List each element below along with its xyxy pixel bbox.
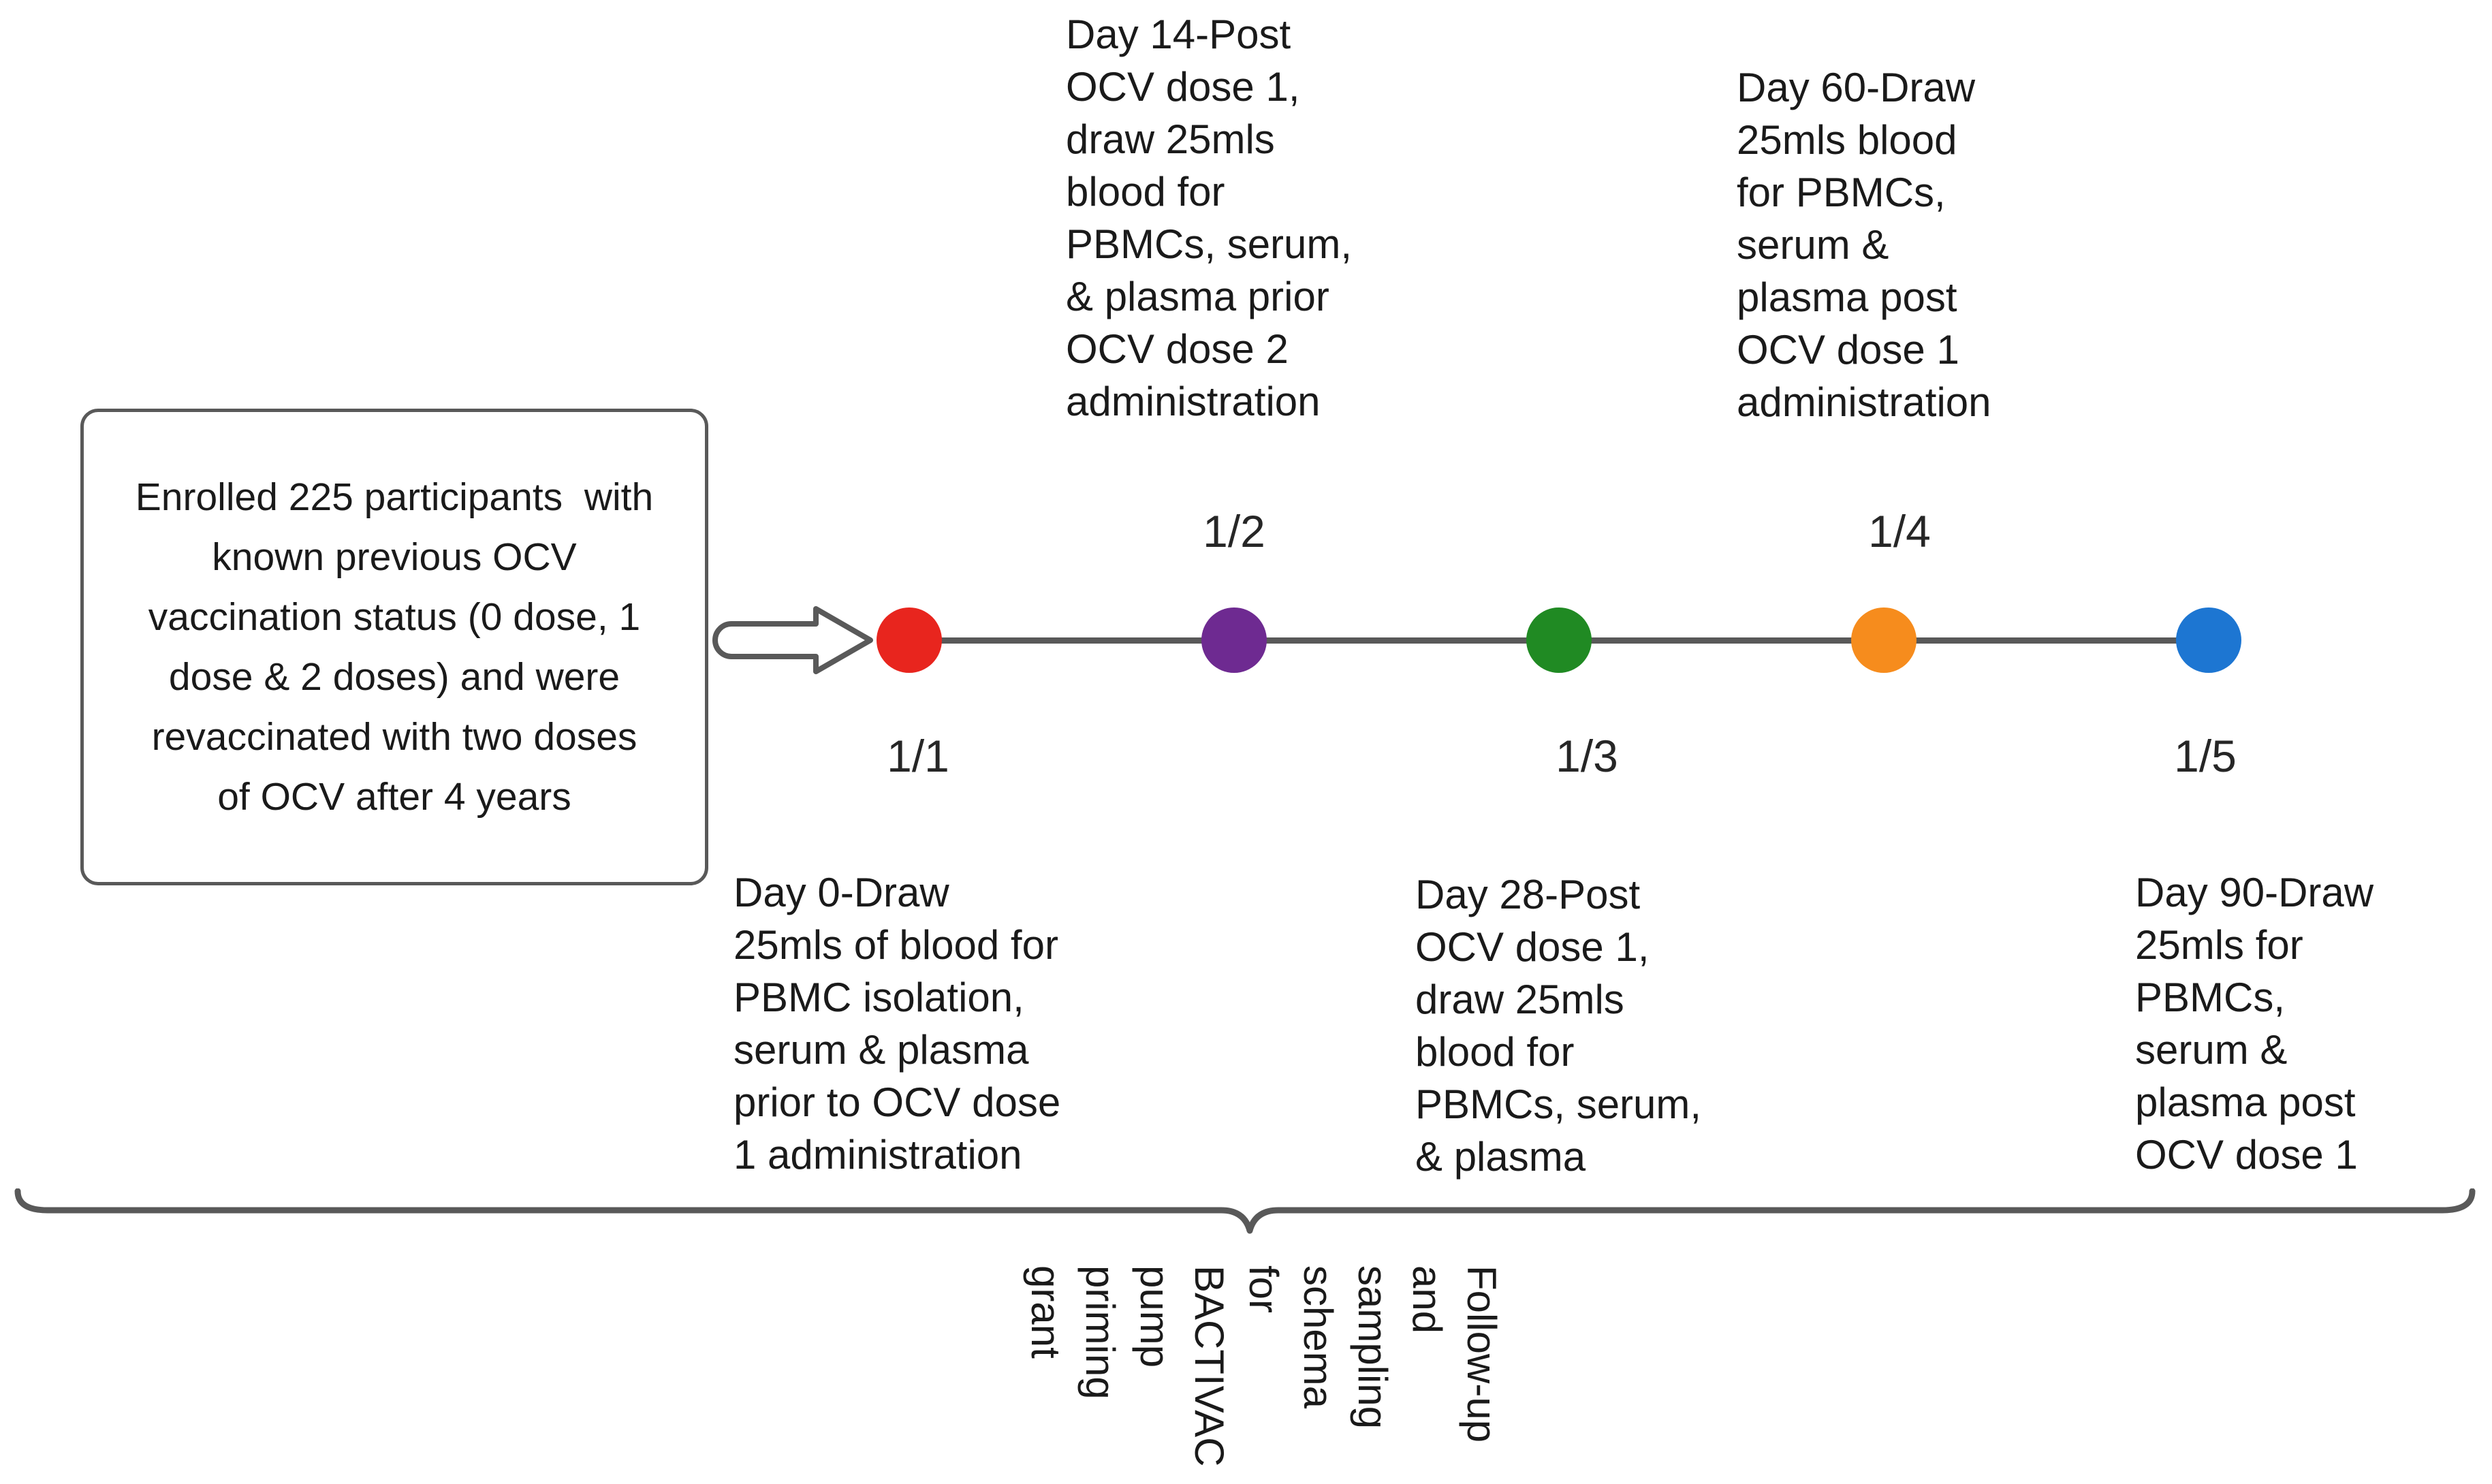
timeline-point-5-circle	[2176, 607, 2241, 673]
enrollment-box: Enrolled 225 participants with known pre…	[80, 409, 708, 885]
point-label-1-3: 1/3	[1556, 731, 1618, 781]
annotation-day-14: Day 14-Post OCV dose 1, draw 25mls blood…	[1066, 12, 1353, 424]
flow-arrow-icon	[712, 606, 873, 674]
timeline-point-3-circle	[1526, 607, 1592, 673]
point-label-1-1: 1/1	[887, 731, 949, 781]
timeline-point-1-circle	[877, 607, 942, 673]
point-label-1-4: 1/4	[1868, 506, 1931, 556]
brace-icon	[14, 1188, 2476, 1234]
brace-caption: Follow-up and sampling schema for BACTIV…	[1023, 1265, 1504, 1467]
enrollment-box-text: Enrolled 225 participants with known pre…	[135, 475, 654, 819]
timeline-point-2-circle	[1201, 607, 1267, 673]
annotation-day-90: Day 90-Draw 25mls for PBMCs, serum & pla…	[2135, 870, 2374, 1178]
timeline-point-4-circle	[1851, 607, 1917, 673]
point-label-1-2: 1/2	[1203, 506, 1265, 556]
annotation-day-28: Day 28-Post OCV dose 1, draw 25mls blood…	[1415, 872, 1702, 1180]
annotation-day-60: Day 60-Draw 25mls blood for PBMCs, serum…	[1737, 65, 1991, 425]
annotation-day-0: Day 0-Draw 25mls of blood for PBMC isola…	[734, 870, 1061, 1178]
point-label-1-5: 1/5	[2174, 731, 2237, 781]
